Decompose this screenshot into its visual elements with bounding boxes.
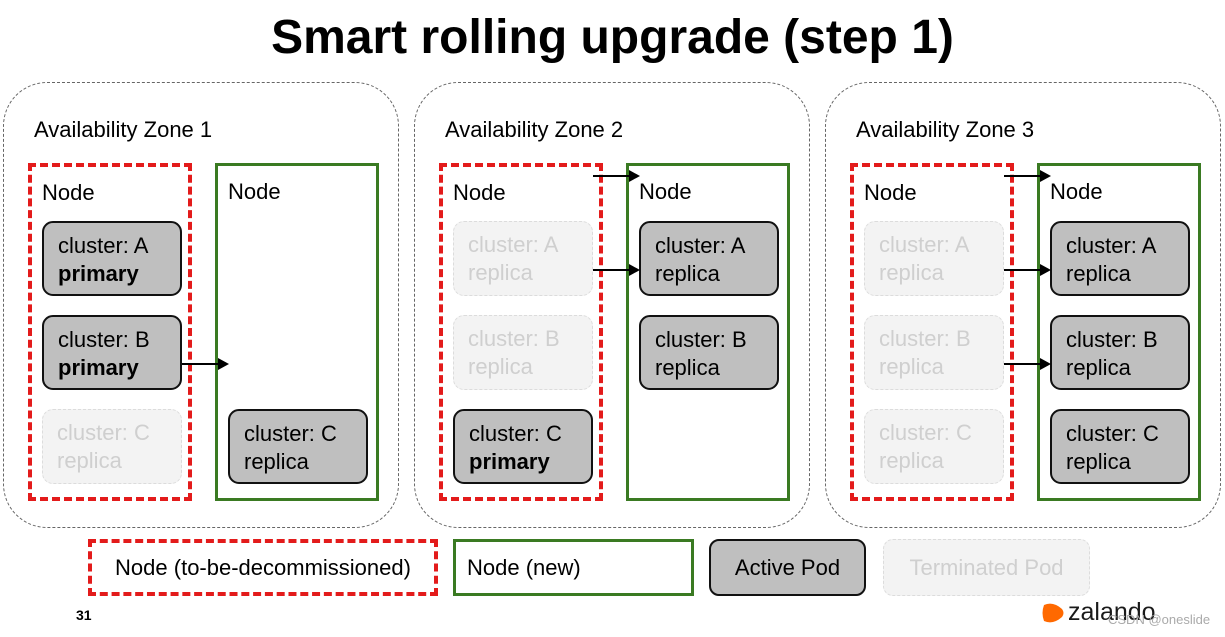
pod-cluster-label: cluster: C: [1066, 421, 1159, 446]
pod-cluster-label: cluster: A: [1066, 233, 1157, 258]
slide-title: Smart rolling upgrade (step 1): [271, 11, 954, 64]
legend-new-node-label: Node (new): [467, 554, 581, 580]
node-label: Node: [453, 180, 506, 205]
page-number: 31: [76, 607, 92, 623]
pod-active: cluster: C replica: [1050, 409, 1190, 484]
migration-arrow: [1004, 264, 1051, 276]
pod-role-label: replica: [1066, 449, 1131, 474]
pod-role-label: replica: [1066, 355, 1131, 380]
legend-active-pod-label: Active Pod: [734, 554, 841, 580]
migration-arrow: [182, 358, 229, 370]
zalando-logo-icon: [1042, 603, 1064, 622]
pod-role-label: replica: [1066, 261, 1131, 286]
pod-cluster-label: cluster: B: [655, 327, 747, 352]
pod-role-label: replica: [57, 448, 122, 473]
pod-role-label: replica: [468, 260, 533, 285]
pod-cluster-label: cluster: C: [244, 421, 337, 446]
pod-role-label: primary: [58, 355, 139, 380]
pod-active: cluster: A replica: [639, 221, 779, 296]
pod-role-label: replica: [879, 354, 944, 379]
pod-role-label: replica: [468, 354, 533, 379]
zone-label: Availability Zone 1: [34, 117, 213, 142]
legend-active-pod: Active Pod: [709, 539, 866, 596]
pod-terminated: cluster: A replica: [864, 221, 1004, 296]
node-new: Node cluster: A replica cluster: B replica: [626, 163, 790, 501]
legend-old-node-label: Node (to-be-decommissioned): [115, 554, 411, 580]
legend-terminated-pod-label: Terminated Pod: [909, 554, 1064, 580]
pod-role-label: replica: [879, 448, 944, 473]
legend-terminated-pod: Terminated Pod: [883, 539, 1090, 596]
node-label: Node: [864, 180, 917, 205]
pod-terminated: cluster: B replica: [864, 315, 1004, 390]
node-label: Node: [228, 179, 281, 204]
pod-terminated: cluster: B replica: [453, 315, 593, 390]
pod-cluster-label: cluster: A: [58, 233, 149, 258]
pod-terminated: cluster: C replica: [864, 409, 1004, 484]
legend-old-node: Node (to-be-decommissioned): [88, 539, 438, 596]
zone-label: Availability Zone 3: [856, 117, 1035, 142]
pod-cluster-label: cluster: B: [58, 327, 150, 352]
pod-cluster-label: cluster: C: [879, 420, 972, 445]
pod-role-label: primary: [58, 261, 139, 286]
node-label: Node: [639, 179, 692, 204]
migration-arrow: [593, 264, 640, 276]
migration-arrow: [1004, 358, 1051, 370]
watermark: CSDN @oneslide: [1108, 612, 1211, 627]
pod-active: cluster: B replica: [639, 315, 779, 390]
pod-cluster-label: cluster: C: [57, 420, 150, 445]
pod-cluster-label: cluster: A: [879, 232, 970, 257]
pod-terminated: cluster: C replica: [42, 409, 182, 484]
pod-cluster-label: cluster: B: [879, 326, 971, 351]
pod-role-label: primary: [469, 449, 550, 474]
pod-role-label: replica: [655, 355, 720, 380]
migration-arrow: [1004, 170, 1051, 182]
pod-role-label: replica: [879, 260, 944, 285]
pod-cluster-label: cluster: B: [1066, 327, 1158, 352]
pod-terminated: cluster: A replica: [453, 221, 593, 296]
pod-active: cluster: C primary: [453, 409, 593, 484]
pod-active: cluster: A primary: [42, 221, 182, 296]
availability-zone-2: Availability Zone 2 Node cluster: A replica…: [414, 82, 810, 528]
pod-cluster-label: cluster: B: [468, 326, 560, 351]
pod-cluster-label: cluster: C: [469, 421, 562, 446]
pod-cluster-label: cluster: A: [468, 232, 559, 257]
pod-active: cluster: B replica: [1050, 315, 1190, 390]
migration-arrow: [593, 170, 640, 182]
brand-logo: zalando: [1041, 598, 1156, 627]
pod-role-label: replica: [244, 449, 309, 474]
availability-zone-1: Availability Zone 1 Node cluster: A primary…: [3, 82, 399, 528]
availability-zone-3: Availability Zone 3 Node cluster: A replica…: [825, 82, 1221, 528]
brand-name: zalando: [1068, 598, 1156, 626]
pod-active: cluster: C replica: [228, 409, 368, 484]
node-new: Node cluster: C replica: [215, 163, 379, 501]
legend-new-node: Node (new): [453, 539, 694, 596]
node-label: Node: [1050, 179, 1103, 204]
node-label: Node: [42, 180, 95, 205]
zone-label: Availability Zone 2: [445, 117, 624, 142]
pod-active: cluster: A replica: [1050, 221, 1190, 296]
pod-cluster-label: cluster: A: [655, 233, 746, 258]
pod-active: cluster: B primary: [42, 315, 182, 390]
pod-role-label: replica: [655, 261, 720, 286]
